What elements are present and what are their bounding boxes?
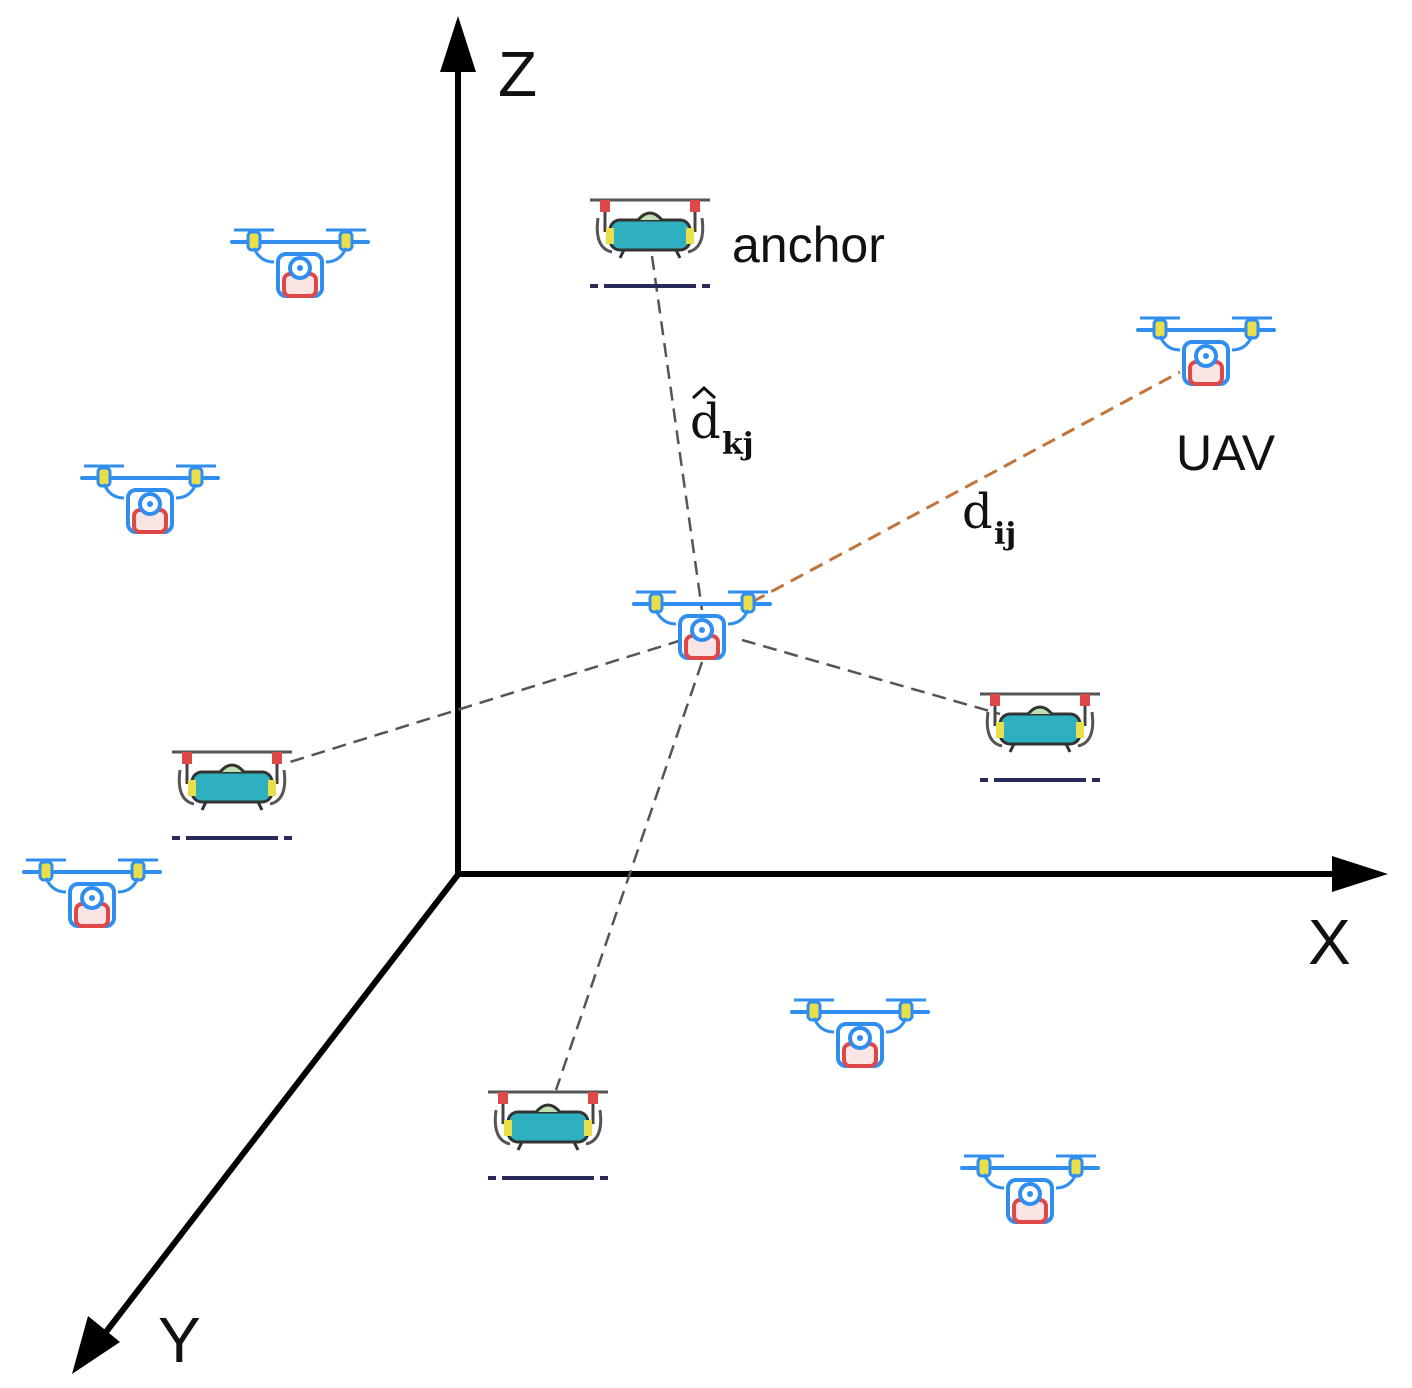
link-anchor-top [650,255,704,611]
anchor-nodes [170,198,1102,1180]
z-axis-label: Z [498,38,537,110]
d-hat-kj-label: d kj [690,385,754,462]
y-axis-label: Y [158,1304,201,1376]
d-sub: ij [994,517,1016,552]
quadcopter-uav-icon [960,1154,1100,1224]
quadcopter-uav-icon [80,464,220,534]
hat-symbol [691,385,717,400]
anchor-label: anchor [732,217,885,273]
anchor-drone-icon [978,692,1102,754]
d-hat-main: d [690,394,721,450]
link-anchor-bottom [554,661,704,1091]
quadcopter-uav-icon [230,228,370,298]
anchor-drone-icon [486,1090,610,1152]
y-axis-arrowhead [72,1316,120,1374]
quadcopter-uav-icon [1136,316,1276,386]
x-axis-label: X [1308,906,1351,978]
links [289,255,1181,1091]
anchor-drone-icon [170,750,294,812]
z-axis-arrowhead [440,16,476,72]
d-hat-sub: kj [722,427,754,462]
d-main: d [962,484,993,540]
link-uav-right [751,370,1181,604]
y-axis [103,870,463,1334]
quadcopter-uav-icon [22,858,162,928]
labels: anchor UAV d kj d ij [690,217,1276,552]
quadcopter-uav-icon [790,998,930,1068]
axes: Z X Y [72,16,1388,1376]
x-axis-arrowhead [1332,856,1388,892]
link-anchor-right [741,638,1001,716]
d-ij-label: d ij [962,484,1016,552]
link-anchor-left [289,638,683,764]
uav-label: UAV [1176,425,1276,481]
anchor-drone-icon [588,198,712,260]
